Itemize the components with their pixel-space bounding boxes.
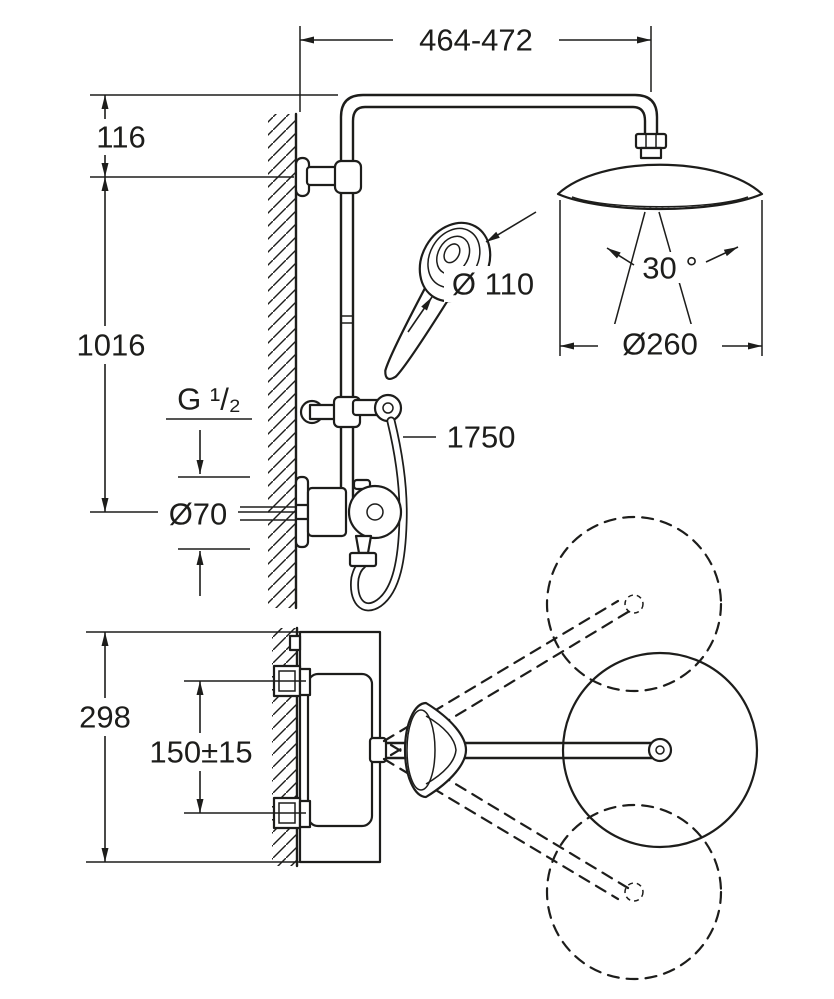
valve-body-plan — [298, 667, 388, 829]
angle-arrow-left — [606, 247, 635, 266]
wall-section-plan — [272, 626, 299, 868]
supply-spacing-label: 150±15 — [149, 735, 252, 770]
head-shower-circle-down — [545, 803, 723, 981]
wall-hatch — [268, 114, 296, 608]
side-view: 30 ° — [64, 22, 764, 612]
dim-supply-spacing: 150±15 — [139, 680, 306, 814]
label-bg — [68, 698, 142, 736]
hose-length-callout: 1750 — [403, 420, 515, 455]
projection-depth-label: 298 — [79, 700, 131, 735]
label-bg — [86, 119, 156, 155]
hand-shower — [384, 221, 492, 381]
label-bg — [444, 266, 542, 302]
rail-height-label: 1016 — [77, 328, 146, 363]
escutcheon — [294, 475, 310, 549]
shower-hose — [350, 416, 408, 612]
hose-length-label: 1750 — [447, 420, 516, 455]
escutcheon-diameter-label: Ø70 — [169, 497, 228, 532]
bracket-offset-label: 116 — [96, 120, 145, 155]
rail-slider — [299, 393, 403, 429]
wall-section — [268, 112, 298, 610]
spray-cone: 30 ° — [606, 211, 739, 335]
thread-size-callout: G ¹/₂ — [166, 382, 252, 420]
hand-shower-handle — [384, 285, 450, 381]
wall-bracket — [294, 156, 363, 198]
top-width-label: 464-472 — [419, 23, 533, 58]
valve-body — [306, 486, 348, 538]
hand-shower-cradle — [373, 393, 403, 423]
label-bg — [393, 22, 559, 58]
label-bg — [158, 499, 238, 531]
arm-pivot — [368, 736, 388, 764]
hand-shower-diameter-label: Ø 110 — [452, 267, 534, 302]
dim-escutcheon-diameter: Ø70 — [158, 430, 296, 596]
dim-rail-height: 1016 — [64, 177, 296, 513]
arm-hub — [647, 737, 673, 763]
label-bg — [640, 252, 704, 283]
head-shower-circle-up — [545, 515, 723, 693]
dim-head-diameter: Ø260 — [559, 200, 763, 364]
label-bg — [139, 733, 263, 771]
head-diameter-label: Ø260 — [622, 327, 698, 362]
label-bg — [598, 324, 722, 364]
dim-top-width: 464-472 — [299, 22, 652, 112]
head-shower — [556, 132, 764, 211]
label-bg — [64, 326, 158, 364]
spray-angle-label: 30 ° — [642, 251, 698, 286]
head-shower-circle — [561, 651, 759, 849]
angle-arrow-right — [705, 246, 739, 263]
head-shower-dome — [556, 163, 764, 211]
thermostat-valve — [294, 475, 403, 568]
dim-bracket-offset: 116 — [86, 94, 338, 178]
dim-hand-shower-diameter: Ø 110 — [407, 211, 542, 333]
wall-hatch — [272, 628, 297, 866]
ball-joint-nut — [634, 132, 668, 150]
valve-handle — [347, 484, 403, 540]
shower-rail — [339, 93, 659, 502]
hand-shower-plan — [403, 701, 468, 799]
hose-nut — [348, 551, 378, 568]
top-view: 298 150±15 — [68, 515, 759, 981]
dim-projection-depth: 298 — [68, 631, 300, 863]
thread-size-label: G ¹/₂ — [177, 382, 241, 417]
